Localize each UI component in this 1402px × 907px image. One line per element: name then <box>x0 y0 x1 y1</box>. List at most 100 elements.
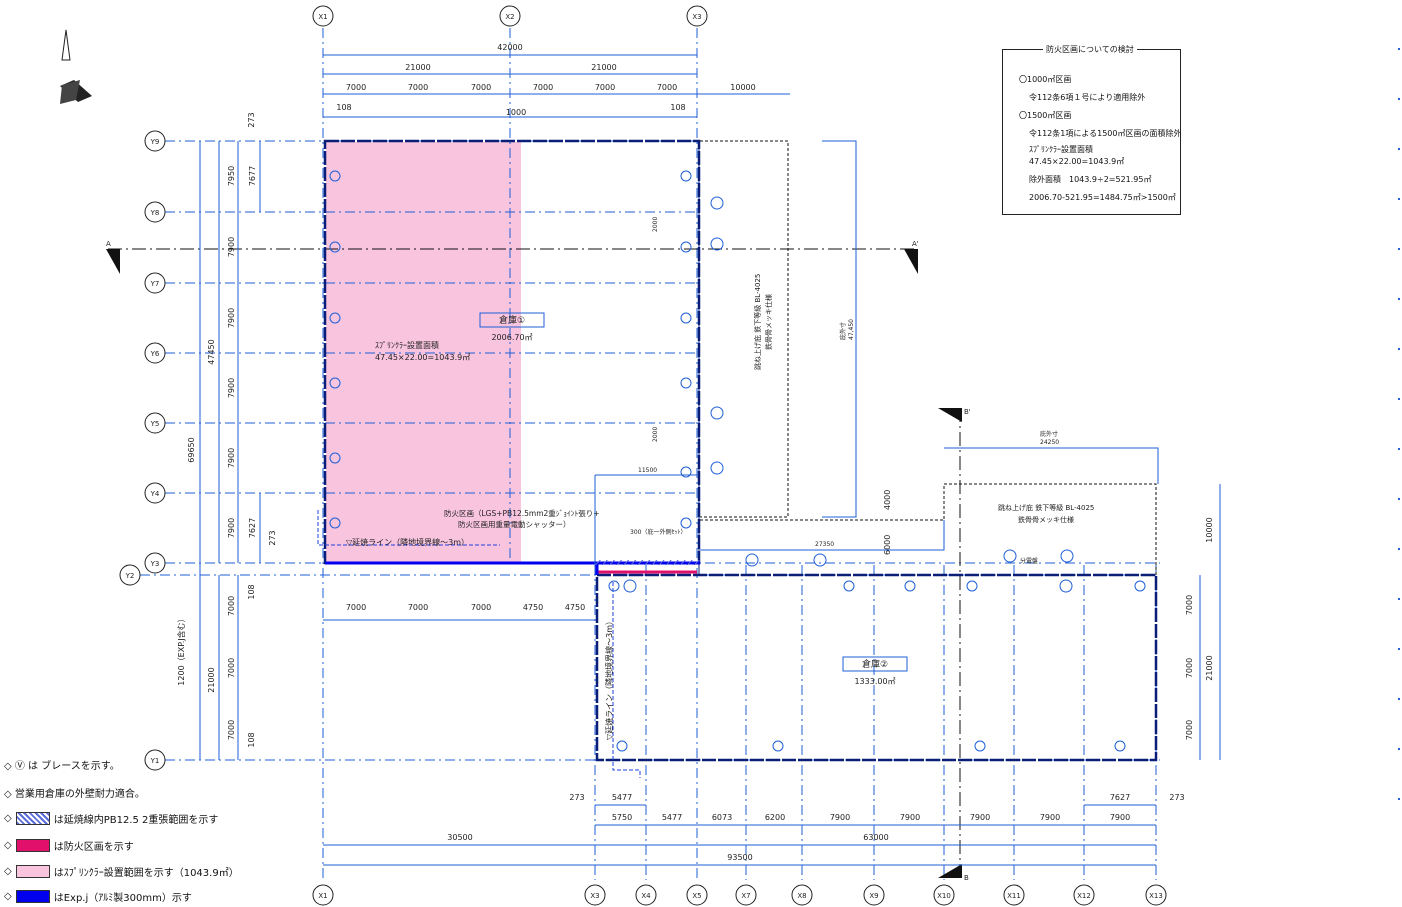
dim-bot-r3-1: 63000 <box>863 833 888 842</box>
legend-text: は防火区画を示す <box>53 842 134 853</box>
warehouse2-area: 1333.00㎡ <box>854 677 895 686</box>
canopy2-note: 跳ね上げ庇 鉄下等級 BL-4025 <box>998 503 1094 512</box>
dim-mid-0: 7000 <box>346 603 366 612</box>
legend-item-wall: ◇ 営業用倉庫の外壁耐力適合。 <box>4 785 145 800</box>
grid-label-left-4: Y5 <box>150 420 160 428</box>
fire-zone-swatch <box>15 839 50 852</box>
canopy1-outline <box>700 140 789 518</box>
bottom-dimension-lines <box>323 619 1156 866</box>
grid-label-top-0: X1 <box>318 13 327 21</box>
grid-label-left-8: Y1 <box>150 757 160 765</box>
grid-label-left-5: Y4 <box>150 490 160 498</box>
eaves1-label: 庇外寸 <box>839 322 847 340</box>
grid-label-bottom-8: X11 <box>1007 892 1021 900</box>
dim-top-bay-4: 7000 <box>595 83 615 92</box>
dim-top-bay-3: 7000 <box>533 83 553 92</box>
dim-mid-1: 7000 <box>408 603 428 612</box>
grid-label-bottom-2: X4 <box>641 892 651 900</box>
dim-bot-overall: 93500 <box>727 853 752 862</box>
info-line: 〇1000㎡区画 <box>1019 75 1072 84</box>
spread-line-h <box>317 510 500 546</box>
dim-left-bay-3: 7900 <box>227 308 236 328</box>
dim-bot-r1-2: 7627 <box>1110 793 1130 802</box>
dim-left-lower: 21000 <box>207 667 216 692</box>
hatch-region <box>595 560 700 565</box>
grid-label-left-6: Y3 <box>150 560 160 568</box>
dim-left-note: 1200（EXP.J含む） <box>176 614 186 685</box>
grid-label-bottom-7: X10 <box>937 892 951 900</box>
left-dimension-texts: 273 69650 47450 7677 7950 7900 7900 7900… <box>176 112 277 747</box>
info-line: 除外面積 1043.9÷2=521.95㎡ <box>1029 175 1152 184</box>
grid-label-left-3: Y6 <box>150 350 160 358</box>
spread-line-h-label: ▽延焼ライン（隣地境界線～3m） <box>346 537 469 547</box>
section-arrow-b <box>938 408 962 422</box>
grid-label-left-7: Y2 <box>125 572 135 580</box>
bundenban-label: 分電盤 <box>1020 557 1038 565</box>
info-line: 令112条6項１号により適用除外 <box>1029 93 1146 102</box>
dim-left-bay-4: 7900 <box>227 378 236 398</box>
dim-top-small-left: 108 <box>336 103 351 112</box>
dim-top-half-left: 21000 <box>405 63 430 72</box>
grid-label-left-2: Y7 <box>150 280 160 288</box>
dim-bot-r2-0: 5750 <box>612 813 632 822</box>
legend-item-exp: ◇ はExp.j（ｱﾙﾐ製300mm）示す <box>4 890 192 904</box>
top-dimension-lines <box>323 54 790 118</box>
legend-text: ◇ Ⓥ は ブレースを示す。 <box>4 761 120 772</box>
grid-label-bottom-9: X12 <box>1077 892 1091 900</box>
grid-label-top-1: X2 <box>505 13 514 21</box>
dim-bot-r1-0: 273 <box>569 793 584 802</box>
section-arrow-b2 <box>938 864 962 878</box>
legend-item-brace: ◇ Ⓥ は ブレースを示す。 <box>4 757 120 772</box>
dim-bot-r2-6: 7900 <box>970 813 990 822</box>
right-edge-ticks <box>1398 48 1400 800</box>
info-line: 2006.70-521.95=1484.75㎡>1500㎡ <box>1029 193 1176 202</box>
bottom-dimension-texts: 273 5477 7627 273 5750 5477 6073 6200 79… <box>447 793 1184 862</box>
fire-zone-note-1: 防火区画（LGS+PB12.5mm2重ｼﾞｮｲﾝﾄ張り+ <box>444 508 600 518</box>
dim-left-bay-7: 7627 <box>248 518 257 538</box>
dim-top-small-mid: 1000 <box>506 108 526 117</box>
dim-300: 300（庇一外側ｾｯﾄ） <box>630 528 686 536</box>
warehouse1-label-box <box>479 312 545 328</box>
warehouse2-label-box <box>842 656 908 672</box>
dim-bot-r2-5: 7900 <box>900 813 920 822</box>
info-line: ｽﾌﾟﾘﾝｸﾗｰ設置面積 <box>1029 145 1093 154</box>
grid-bubbles-bottom <box>312 884 1167 906</box>
section-label-b: B' <box>964 408 971 416</box>
dim-mid-2: 7000 <box>471 603 491 612</box>
sprinkler-calc: 47.45×22.00=1043.9㎡ <box>375 353 470 362</box>
eaves-lines <box>594 140 1159 565</box>
grid-label-bottom-3: X5 <box>692 892 701 900</box>
dim-left-bay-5: 7900 <box>227 448 236 468</box>
dim-2000a: 2000 <box>652 217 659 232</box>
grid-label-left-1: Y8 <box>150 209 160 217</box>
sprinkler-label: ｽﾌﾟﾘﾝｸﾗｰ設置面積 <box>375 340 439 350</box>
dim-left-bay-2: 7900 <box>227 237 236 257</box>
grid-label-bottom-1: X3 <box>590 892 599 900</box>
dim-left-bay-6: 7900 <box>227 518 236 538</box>
canopy2-note-b: 鉄骨骨メッキ仕様 <box>1018 515 1074 524</box>
dim-top-right-ext: 10000 <box>730 83 755 92</box>
dim-bot-r2-7: 7900 <box>1040 813 1060 822</box>
dim-27350: 27350 <box>815 541 834 548</box>
dim-mid-4: 4750 <box>565 603 585 612</box>
grid-label-bottom-4: X7 <box>741 892 750 900</box>
dim-2000b: 2000 <box>652 427 659 442</box>
legend-item-fire: ◇ は防火区画を示す <box>4 839 134 853</box>
legend-text: はｽﾌﾟﾘﾝｸﾗｰ設置範囲を示す（1043.9㎡） <box>53 868 239 879</box>
eaves2-value: 24250 <box>1040 439 1059 446</box>
dim-top-bay-0: 7000 <box>346 83 366 92</box>
dim-left-lower-bay-2: 7000 <box>227 720 236 740</box>
dim-top-bay-1: 7000 <box>408 83 428 92</box>
dim-left-upper: 47450 <box>207 339 216 364</box>
dim-right-21000: 21000 <box>1205 655 1214 680</box>
left-dimension-lines <box>199 141 261 760</box>
info-line: 令112条1項による1500㎡区画の面積除外 <box>1029 129 1182 138</box>
dim-left-lower-bay-0: 7000 <box>227 596 236 616</box>
eaves2-label: 庇外寸 <box>1040 430 1058 438</box>
top-dimension-texts: 42000 21000 21000 7000 7000 7000 7000 70… <box>336 43 755 117</box>
dim-right-bay-2: 7000 <box>1185 720 1194 740</box>
legend-text: はExp.j（ｱﾙﾐ製300mm）示す <box>53 893 192 904</box>
grid-label-bottom-6: X9 <box>869 892 878 900</box>
grid-bubbles-left <box>119 130 166 771</box>
